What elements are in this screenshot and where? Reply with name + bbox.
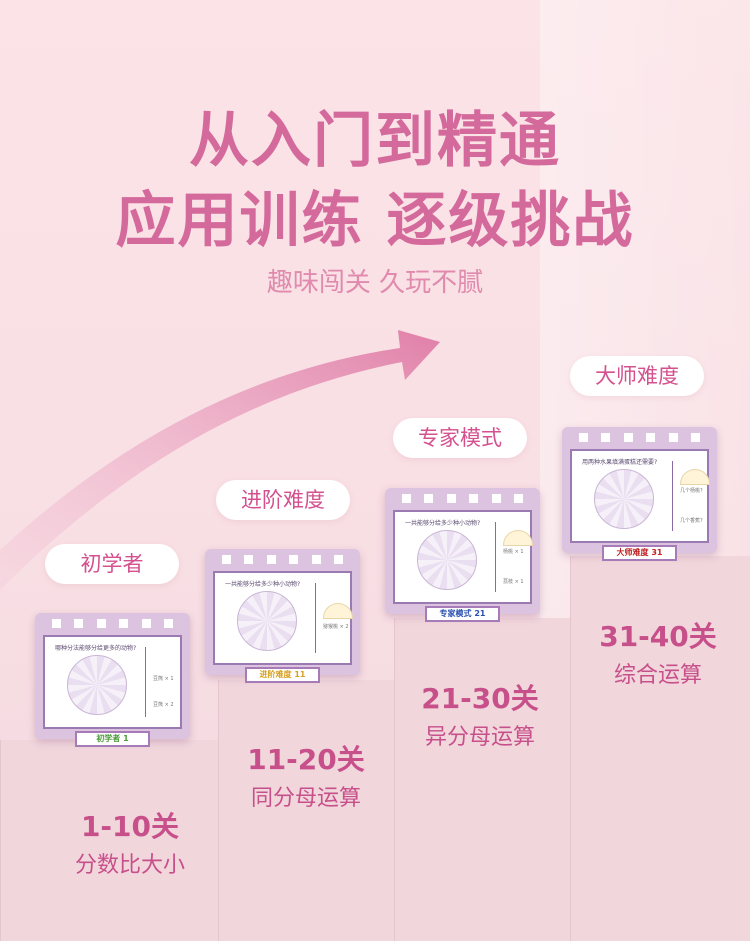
fraction-wheel-icon (417, 530, 477, 590)
level-3-label: 21-30关异分母运算 (392, 677, 568, 751)
card-question: 一共能够分给多少种小动物? (405, 520, 481, 527)
card-option: 豆熊 × 1 (153, 676, 174, 682)
card-banner: 大师难度 31 (602, 545, 677, 561)
level-card-3: 一共能够分给多少种小动物? 杨桃 × 1 荔枝 × 1 专家模式 21 (385, 488, 540, 622)
badge-beginner: 初学者 (45, 544, 179, 584)
level-range: 11-20关 (247, 743, 365, 776)
level-range: 1-10关 (80, 810, 180, 843)
level-desc: 同分母运算 (250, 786, 361, 811)
card-option: 几个杨桃? (680, 488, 703, 494)
level-card-1: 哪种分法能够分给更多的动物? 豆熊 × 1 豆熊 × 2 初学者 1 (35, 613, 190, 747)
fraction-wheel-icon (594, 469, 654, 529)
fruit-slice-icon (323, 603, 353, 619)
headline-line2: 应用训练 逐级挑战 (115, 186, 635, 256)
level-4-label: 31-40关综合运算 (570, 615, 746, 689)
headline-line1: 从入门到精通 (189, 106, 561, 176)
card-question: 哪种分法能够分给更多的动物? (55, 645, 137, 652)
level-2-label: 11-20关同分母运算 (218, 738, 394, 812)
card-option: 猕猴桃 × 2 (323, 624, 349, 630)
level-card-2: 一共能够分给多少种小动物? 猕猴桃 × 2 进阶难度 11 (205, 549, 360, 683)
badge-advanced: 进阶难度 (216, 480, 350, 520)
level-range: 21-30关 (421, 682, 539, 715)
card-option: 几个香蕉? (680, 518, 703, 524)
step-1 (0, 740, 218, 941)
badge-expert: 专家模式 (393, 418, 527, 458)
card-banner: 专家模式 21 (425, 606, 500, 622)
level-desc: 分数比大小 (74, 853, 185, 878)
fraction-wheel-icon (67, 655, 127, 715)
step-2 (218, 680, 394, 941)
card-question: 一共能够分给多少种小动物? (225, 581, 301, 588)
level-card-4: 用两种水果填满蛋糕还需要? 几个杨桃? 几个香蕉? 大师难度 31 (562, 427, 717, 561)
fruit-slice-icon (503, 530, 533, 546)
card-question: 用两种水果填满蛋糕还需要? (582, 459, 658, 466)
card-banner: 进阶难度 11 (245, 667, 320, 683)
level-range: 31-40关 (599, 620, 717, 653)
level-1-label: 1-10关分数比大小 (40, 805, 220, 879)
badge-master: 大师难度 (570, 356, 704, 396)
fraction-wheel-icon (237, 591, 297, 651)
card-banner: 初学者 1 (75, 731, 150, 747)
progress-arrow-icon (0, 330, 440, 590)
step-3 (394, 618, 570, 941)
level-desc: 综合运算 (613, 663, 702, 688)
fruit-slice-icon (680, 469, 710, 485)
step-4 (570, 556, 750, 941)
card-option: 豆熊 × 2 (153, 702, 174, 708)
card-option: 荔枝 × 1 (503, 579, 524, 585)
card-option: 杨桃 × 1 (503, 549, 524, 555)
subtitle: 趣味闯关 久玩不腻 (266, 268, 484, 298)
level-desc: 异分母运算 (424, 725, 535, 750)
